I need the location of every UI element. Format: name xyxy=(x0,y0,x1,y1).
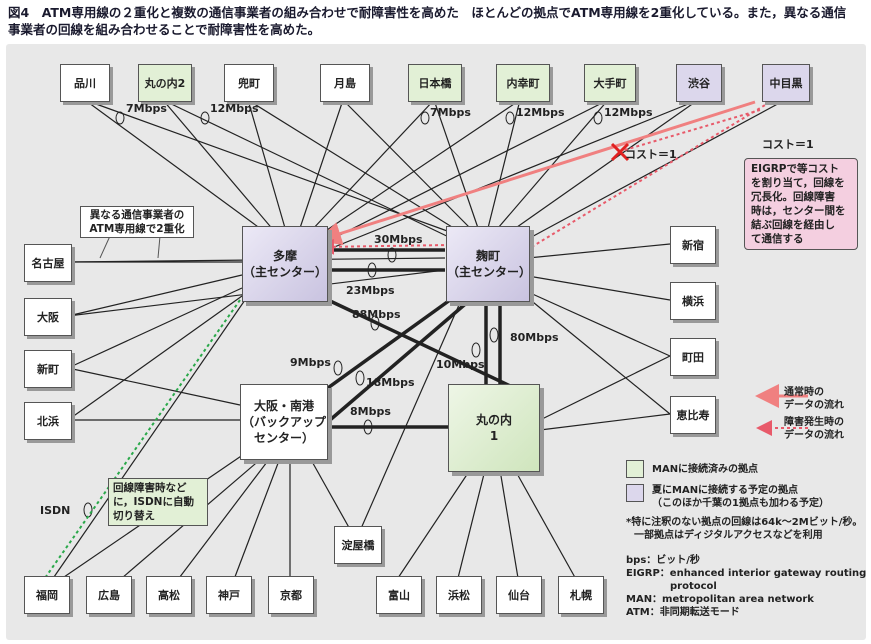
legend-line: 一部拠点はディジタルアクセスなどを利用 xyxy=(634,530,823,541)
note-line: 結ぶ回線を経由し xyxy=(751,219,835,231)
site-box[interactable]: 恵比寿 xyxy=(670,396,716,434)
center-name: 大阪・南港 xyxy=(253,399,314,413)
site-box[interactable]: 広島 xyxy=(86,576,132,614)
legend-line: データの流れ xyxy=(784,430,844,441)
center-marunouchi[interactable]: 丸の内 1 xyxy=(448,384,540,472)
note-carrier: 異なる通信事業者の ATM専用線で2重化 xyxy=(80,206,194,238)
site-box[interactable]: 大阪 xyxy=(24,298,72,336)
note-line: に，ISDNに自動 xyxy=(113,496,194,508)
site-box[interactable]: 大手町 xyxy=(584,64,636,102)
note-line: 回線障害時など xyxy=(113,482,187,494)
site-box[interactable]: 北浜 xyxy=(24,402,72,440)
note-line: ATM専用線で2重化 xyxy=(89,223,185,235)
site-box[interactable]: 淀屋橋 xyxy=(334,526,382,564)
center-role: センター） xyxy=(253,431,314,445)
site-box[interactable]: 渋谷 xyxy=(676,64,722,102)
site-box[interactable]: 浜松 xyxy=(436,576,482,614)
legend-normal-flow: 通常時の データの流れ xyxy=(784,386,844,412)
legend-line: EIGRP：enhanced interior gateway routing xyxy=(626,568,867,579)
speed-label: 12Mbps xyxy=(516,106,565,119)
speed-label: 12Mbps xyxy=(604,106,653,119)
site-box[interactable]: 日本橋 xyxy=(408,64,462,102)
cost-label: コスト＝1 xyxy=(625,148,677,161)
fault-marker xyxy=(610,142,630,162)
note-eigrp: EIGRPで等コスト を割り当て，回線を 冗長化。回線障害 時は，センター間を … xyxy=(744,158,858,250)
legend-fault-flow: 障害発生時の データの流れ xyxy=(784,416,844,442)
legend-line: *特に注釈のない拠点の回線は64k～2Mビット/秒。 xyxy=(626,517,863,528)
legend-connected: MANに接続済みの拠点 xyxy=(652,464,759,475)
site-box[interactable]: 仙台 xyxy=(496,576,542,614)
legend-line: （このほか千葉の1拠点も加わる予定） xyxy=(652,498,829,509)
site-box[interactable]: 名古屋 xyxy=(24,244,72,282)
caption-text-2: 事業者の回線を組み合わせることで耐障害性を高めた。 xyxy=(8,22,321,37)
center-kojimachi[interactable]: 麹町 （主センター） xyxy=(446,226,532,302)
site-box[interactable]: 札幌 xyxy=(558,576,604,614)
legend-line: 夏にMANに接続する予定の拠点 xyxy=(652,485,799,496)
site-box[interactable]: 新町 xyxy=(24,350,72,388)
speed-label: 9Mbps xyxy=(290,356,331,369)
legend-swatch-planned xyxy=(626,484,644,502)
speed-label: 12Mbps xyxy=(210,102,259,115)
site-box[interactable]: 福岡 xyxy=(24,576,70,614)
site-box[interactable]: 内幸町 xyxy=(496,64,550,102)
center-role: （主センター） xyxy=(243,265,328,279)
site-box[interactable]: 神戸 xyxy=(206,576,252,614)
speed-label: 7Mbps xyxy=(430,106,471,119)
center-name: 麹町 xyxy=(475,249,500,263)
figure-title: 図4 ATM専用線の２重化と複数の通信事業者の組み合わせで耐障害性を高めた xyxy=(8,5,459,20)
legend-line: MAN：metropolitan area network xyxy=(626,594,814,605)
speed-label: 88Mbps xyxy=(352,308,401,321)
speed-label: 8Mbps xyxy=(350,405,391,418)
site-box[interactable]: 富山 xyxy=(376,576,422,614)
legend-swatch-connected xyxy=(626,460,644,478)
site-box[interactable]: 丸の内2 xyxy=(138,64,192,102)
isdn-label: ISDN xyxy=(40,504,71,517)
site-box[interactable]: 中目黒 xyxy=(762,64,810,102)
note-line: 時は，センター間を xyxy=(751,205,846,217)
site-box[interactable]: 京都 xyxy=(268,576,314,614)
site-box[interactable]: 町田 xyxy=(670,338,716,376)
site-box[interactable]: 横浜 xyxy=(670,282,716,320)
caption: 図4 ATM専用線の２重化と複数の通信事業者の組み合わせで耐障害性を高めた ほと… xyxy=(8,4,868,38)
legend-planned: 夏にMANに接続する予定の拠点 （このほか千葉の1拠点も加わる予定） xyxy=(652,484,829,510)
center-osaka-nanko[interactable]: 大阪・南港 （バックアップ センター） xyxy=(240,384,328,460)
note-line: 切り替え xyxy=(113,510,155,522)
center-name: 丸の内 xyxy=(475,413,512,427)
speed-label: 18Mbps xyxy=(366,376,415,389)
cost-label: コスト＝1 xyxy=(762,138,814,151)
legend-footnote: *特に注釈のない拠点の回線は64k～2Mビット/秒。 一部拠点はディジタルアクセ… xyxy=(626,516,862,542)
note-line: を割り当て，回線を xyxy=(751,177,845,189)
speed-label: 80Mbps xyxy=(510,331,559,344)
speed-label: 23Mbps xyxy=(346,284,395,297)
site-box[interactable]: 兜町 xyxy=(224,64,274,102)
diagram-panel xyxy=(6,44,866,640)
legend-abbreviations: bps：ビット/秒 EIGRP：enhanced interior gatewa… xyxy=(626,554,866,619)
site-box[interactable]: 月島 xyxy=(320,64,370,102)
center-number: 1 xyxy=(489,429,499,443)
note-line: 冗長化。回線障害 xyxy=(751,191,835,203)
center-tama[interactable]: 多摩 （主センター） xyxy=(242,226,328,302)
site-box[interactable]: 品川 xyxy=(60,64,110,102)
speed-label: 30Mbps xyxy=(374,233,423,246)
note-line: EIGRPで等コスト xyxy=(751,163,839,175)
legend-line: protocol xyxy=(670,581,717,592)
legend-line: ATM：非同期転送モード xyxy=(626,607,740,618)
site-box[interactable]: 新宿 xyxy=(670,226,716,264)
legend-line: 通常時の xyxy=(784,387,824,398)
center-role: （バックアップ xyxy=(241,415,326,429)
speed-label: 7Mbps xyxy=(126,102,167,115)
legend-line: データの流れ xyxy=(784,400,844,411)
legend-line: bps：ビット/秒 xyxy=(626,555,700,566)
speed-label: 10Mbps xyxy=(436,358,485,371)
center-name: 多摩 xyxy=(272,249,297,263)
note-line: 異なる通信事業者の xyxy=(89,209,185,221)
legend-line: 障害発生時の xyxy=(784,417,844,428)
note-line: て通信する xyxy=(751,233,804,245)
caption-text-1: ほとんどの拠点でATM専用線を2重化している。また，異なる通信 xyxy=(471,5,847,20)
site-box[interactable]: 高松 xyxy=(146,576,192,614)
note-isdn-backup: 回線障害時など に，ISDNに自動 切り替え xyxy=(108,478,208,526)
center-role: （主センター） xyxy=(447,265,532,279)
